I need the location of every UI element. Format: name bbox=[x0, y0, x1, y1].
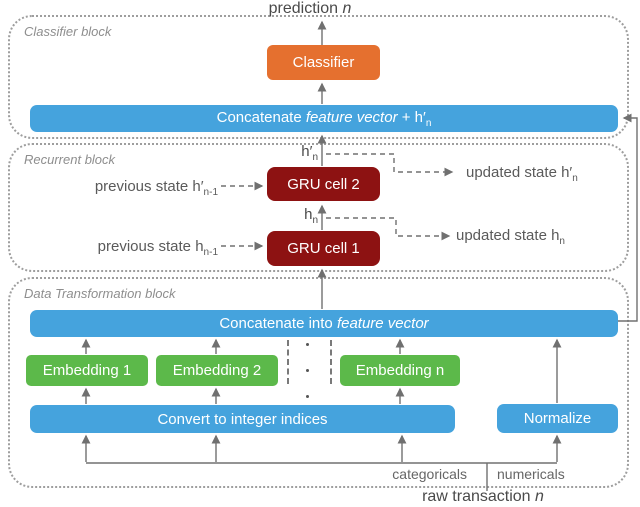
dashed-arrow-updated-state-2 bbox=[326, 153, 454, 177]
data-transformation-block-label: Data Transformation block bbox=[24, 286, 176, 301]
prediction-label: prediction n bbox=[268, 0, 352, 17]
previous-state-2-label: previous state h′n-1 bbox=[94, 178, 218, 198]
feedback-line-featurevector-to-concat bbox=[617, 113, 638, 322]
embedding-1-box: Embedding 1 bbox=[26, 355, 148, 386]
ellipsis-dot bbox=[306, 395, 309, 398]
categoricals-label: categoricals bbox=[392, 466, 467, 482]
embedding-n-box: Embedding n bbox=[340, 355, 460, 386]
gru-cell-1-box: GRU cell 1 bbox=[267, 231, 380, 266]
h-prime-n-label: h′n bbox=[301, 143, 318, 163]
normalize-box: Normalize bbox=[497, 404, 618, 433]
ellipsis-dot bbox=[306, 343, 309, 346]
recurrent-block-label: Recurrent block bbox=[24, 152, 116, 167]
concat-feature-vector-h-bar: Concatenate feature vector + h′n bbox=[30, 105, 618, 132]
classifier-block-label: Classifier block bbox=[24, 24, 112, 39]
classifier-box: Classifier bbox=[267, 45, 380, 80]
updated-state-2-label: updated state h′n bbox=[466, 164, 578, 184]
gru-cell-2-box: GRU cell 2 bbox=[267, 167, 380, 201]
convert-to-integer-indices-bar: Convert to integer indices bbox=[30, 405, 455, 433]
concat-into-feature-vector-bar: Concatenate into feature vector bbox=[30, 310, 618, 337]
previous-state-1-label: previous state hn-1 bbox=[97, 238, 218, 258]
embedding-2-box: Embedding 2 bbox=[156, 355, 278, 386]
dashed-separator-left bbox=[287, 340, 289, 384]
numericals-label: numericals bbox=[497, 466, 565, 482]
updated-state-1-label: updated state hn bbox=[456, 227, 565, 247]
h-n-label: hn bbox=[304, 206, 318, 226]
data-transformation-block: Data Transformation block bbox=[8, 277, 629, 488]
dashed-separator-right bbox=[330, 340, 332, 384]
ellipsis-dot bbox=[306, 369, 309, 372]
raw-transaction-label: raw transaction n bbox=[422, 488, 544, 505]
